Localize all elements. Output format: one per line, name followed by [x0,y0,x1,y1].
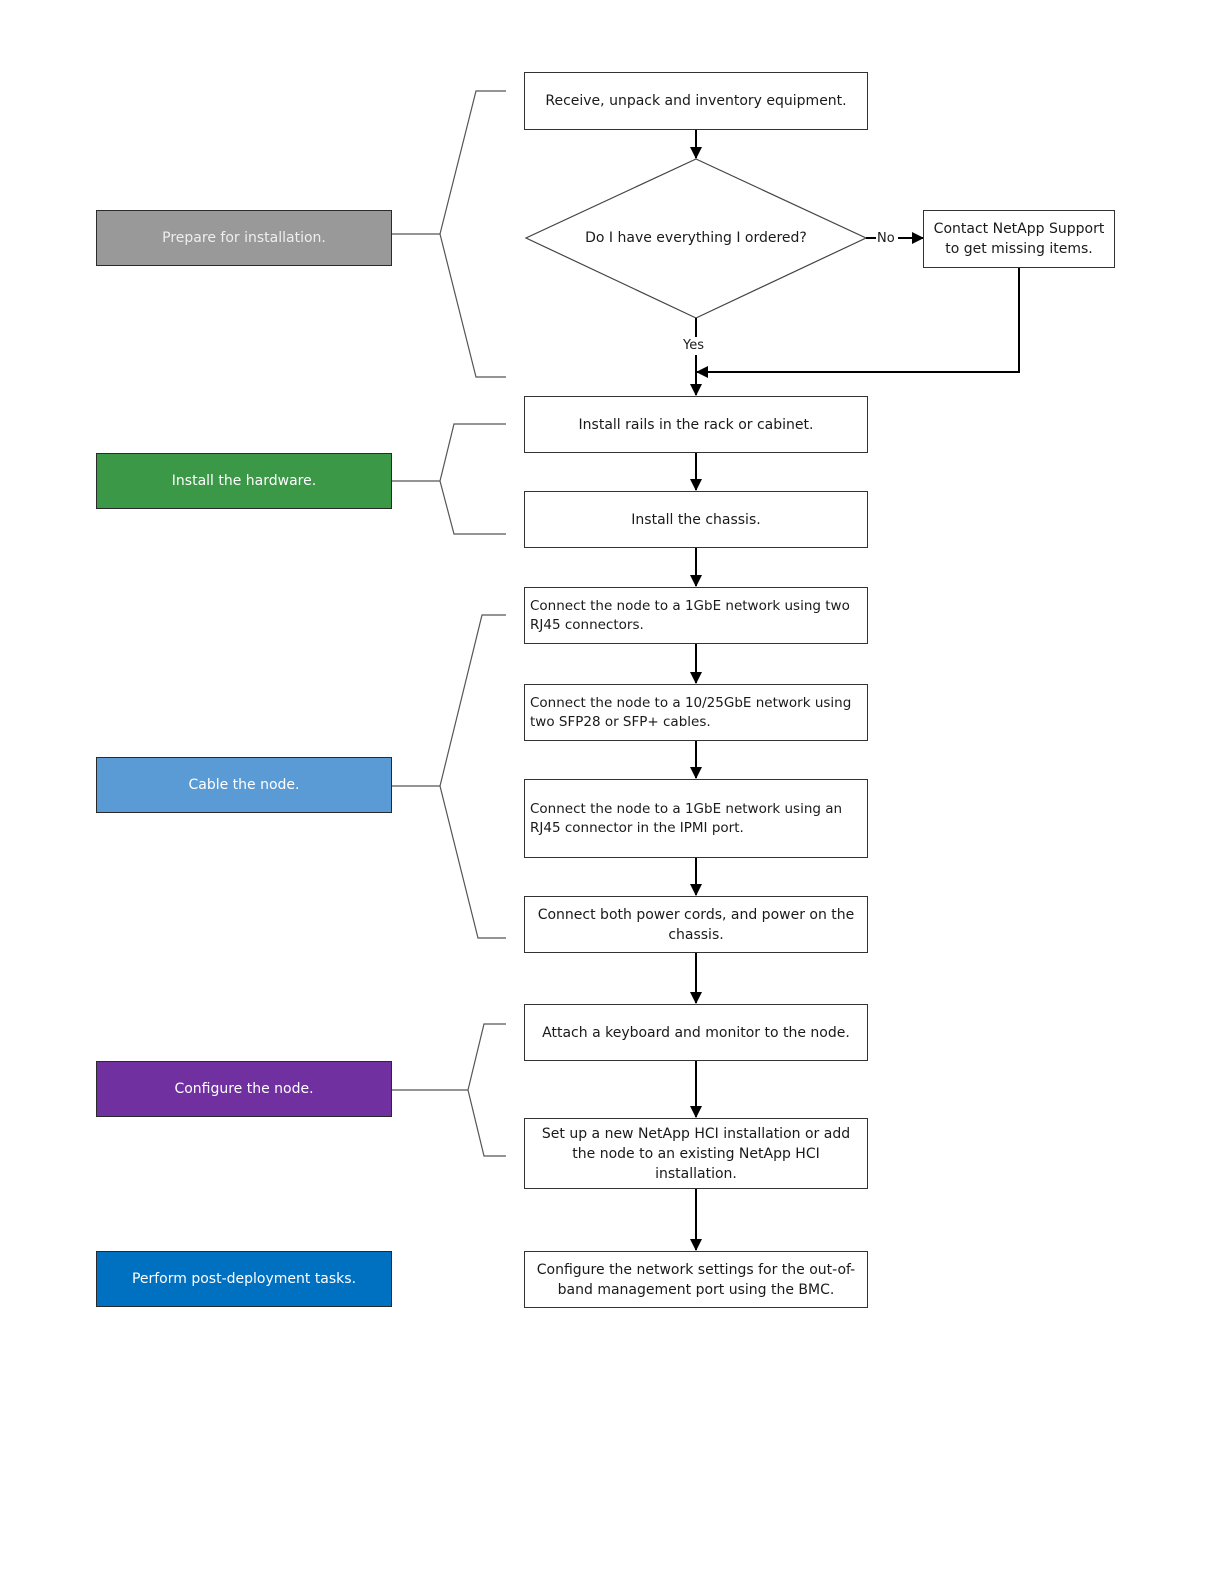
bracket-prepare [392,90,506,378]
phase-label: Cable the node. [188,777,300,793]
step-contact-support: Contact NetApp Support to get missing it… [923,210,1115,268]
step-connect-ipmi: Connect the node to a 1GbE network using… [524,779,868,858]
phase-label: Prepare for installation. [162,230,326,246]
bracket-configure [392,1023,506,1157]
phase-label: Configure the node. [174,1081,314,1097]
bracket-hardware [392,423,506,535]
step-setup-hci: Set up a new NetApp HCI installation or … [524,1118,868,1189]
arrow-support-return [696,268,1020,378]
phase-configure: Configure the node. [96,1061,392,1117]
phase-prepare: Prepare for installation. [96,210,392,266]
step-bmc: Configure the network settings for the o… [524,1251,868,1308]
step-receive: Receive, unpack and inventory equipment. [524,72,868,130]
bracket-cable [392,614,506,939]
step-keyboard: Attach a keyboard and monitor to the nod… [524,1004,868,1061]
phase-install-hardware: Install the hardware. [96,453,392,509]
phase-label: Perform post-deployment tasks. [131,1271,357,1287]
edge-label-yes: Yes [683,338,704,354]
step-install-rails: Install rails in the rack or cabinet. [524,396,868,453]
decision-label: Do I have everything I ordered? [585,230,807,246]
phase-post-deployment: Perform post-deployment tasks. [96,1251,392,1307]
edge-label-no: No [877,231,895,247]
phase-cable: Cable the node. [96,757,392,813]
step-connect-25gbe: Connect the node to a 10/25GbE network u… [524,684,868,741]
step-power: Connect both power cords, and power on t… [524,896,868,953]
step-connect-1gbe: Connect the node to a 1GbE network using… [524,587,868,644]
step-install-chassis: Install the chassis. [524,491,868,548]
phase-label: Install the hardware. [171,473,317,489]
